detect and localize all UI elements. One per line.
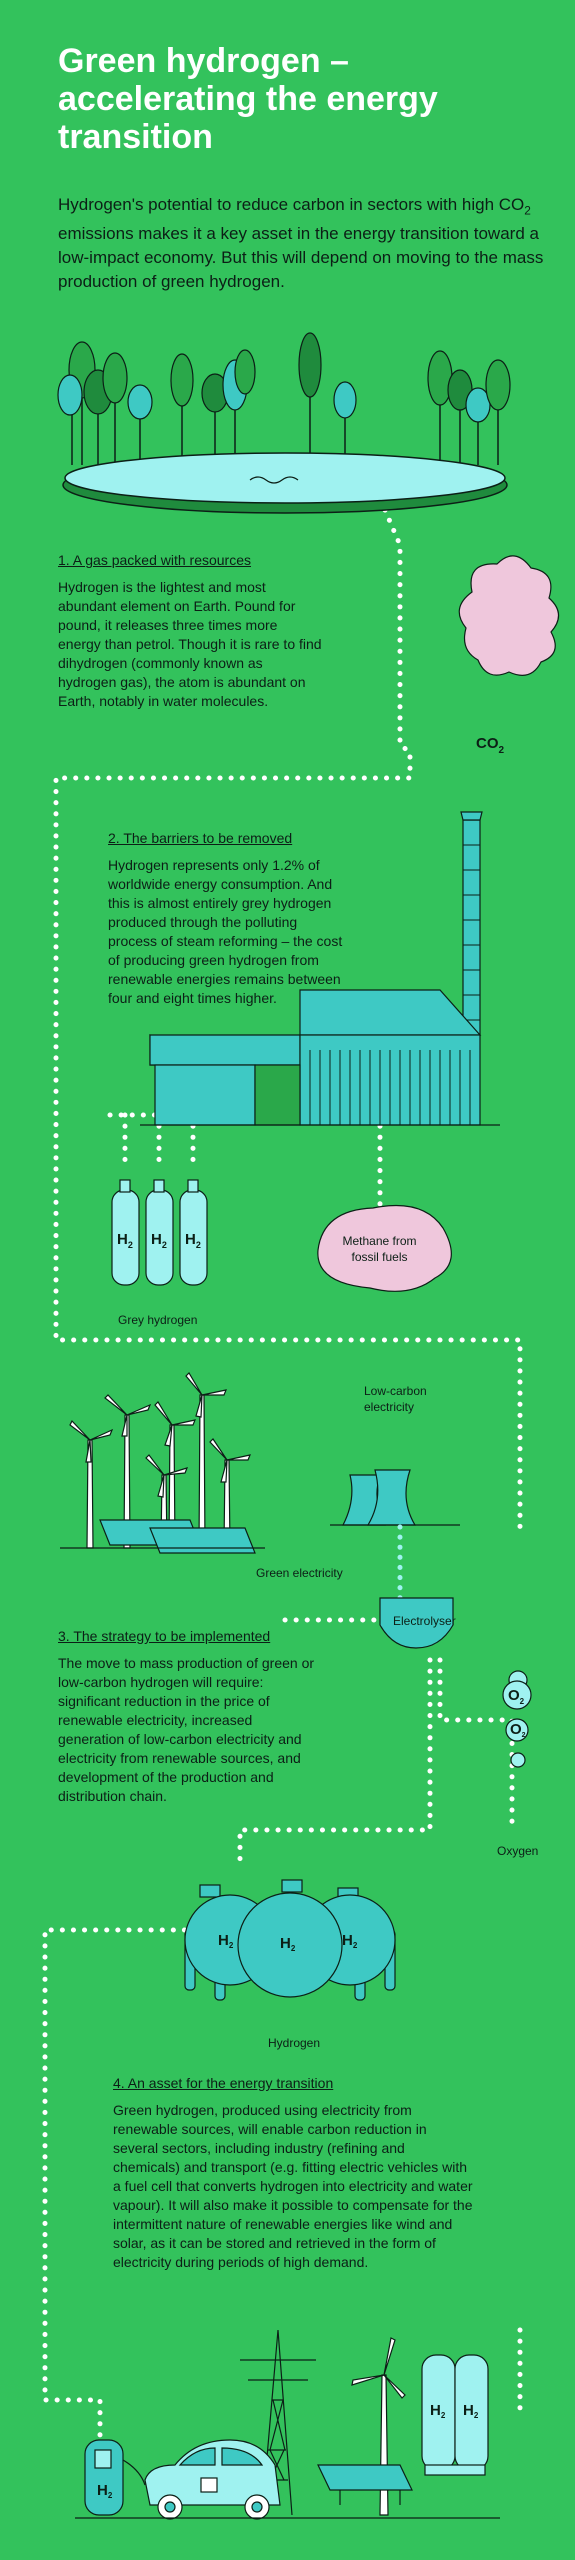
h2-label-subscript: 2 — [128, 1240, 133, 1250]
svg-text:O2: O2 — [508, 1687, 525, 1706]
intro-text-start: Hydrogen's potential to reduce carbon in… — [58, 195, 525, 214]
bottom-scene — [75, 2329, 500, 2520]
o2-label-subscript: 2 — [520, 1697, 525, 1706]
storage-h2-labels: H2 H2 H2 — [218, 1932, 358, 1953]
section-1-heading: 1. A gas packed with resources — [58, 552, 251, 568]
svg-text:H2: H2 — [342, 1932, 358, 1950]
title-line-2: accelerating the energy — [58, 80, 438, 118]
low-carbon-line-1: Low-carbon — [364, 1384, 427, 1398]
low-carbon-line-2: electricity — [364, 1400, 415, 1414]
section-4-heading: 4. An asset for the energy transition — [113, 2075, 334, 2091]
h2-label-subscript: 2 — [291, 1944, 296, 1953]
intro-subscript: 2 — [524, 203, 531, 218]
section-1: 1. A gas packed with resources Hydrogen … — [58, 552, 323, 711]
h2-label-main: H — [218, 1932, 229, 1949]
h2-label-main: H — [463, 2402, 474, 2419]
section-4: 4. An asset for the energy transition Gr… — [113, 2075, 473, 2272]
section-3: 3. The strategy to be implemented The mo… — [58, 1628, 318, 1806]
o2-label-main: O — [510, 1721, 522, 1738]
section-3-body: The move to mass production of green or … — [58, 1655, 315, 1804]
methane-label: Methane from fossil fuels — [322, 1233, 437, 1265]
section-2-heading: 2. The barriers to be removed — [108, 830, 293, 846]
svg-text:H2: H2 — [97, 2482, 113, 2500]
section-2: 2. The barriers to be removed Hydrogen r… — [108, 830, 348, 1008]
lake-illustration — [57, 332, 511, 514]
svg-text:H2: H2 — [430, 2402, 446, 2420]
co2-cloud — [458, 555, 560, 676]
grey-hydrogen-label: Grey hydrogen — [118, 1313, 198, 1327]
svg-text:H2: H2 — [151, 1231, 167, 1250]
o2-label-subscript: 2 — [522, 1732, 526, 1739]
hydrogen-label: Hydrogen — [268, 2036, 321, 2050]
h2-label-main: H — [97, 2482, 108, 2499]
factory-illustration — [140, 811, 500, 1126]
grey-h2-labels: H2 H2 H2 — [117, 1231, 201, 1250]
electrolyser-label: Electrolyser — [393, 1614, 456, 1628]
svg-text:H2: H2 — [463, 2402, 479, 2420]
low-carbon-label: Low-carbon electricity — [364, 1383, 427, 1415]
title-line-1: Green hydrogen – — [58, 42, 349, 80]
h2-label-main: H — [151, 1231, 162, 1248]
hydrogen-storage-tanks — [184, 1879, 396, 2001]
h2-label-subscript: 2 — [108, 2491, 113, 2500]
h2-label-subscript: 2 — [229, 1941, 234, 1950]
h2-label-subscript: 2 — [474, 2411, 479, 2420]
section-4-body: Green hydrogen, produced using electrici… — [113, 2102, 473, 2270]
bottom-h2-labels: H2 H2 H2 — [97, 2402, 479, 2500]
wind-farm-illustration — [60, 1372, 265, 1554]
oxygen-bubbles — [502, 1670, 532, 1768]
svg-text:H2: H2 — [185, 1231, 201, 1250]
grey-hydrogen-tanks — [111, 1179, 208, 1286]
title-line-3: transition — [58, 118, 213, 156]
h2-label-subscript: 2 — [353, 1941, 358, 1950]
h2-label-subscript: 2 — [441, 2411, 446, 2420]
green-electricity-label: Green electricity — [256, 1566, 343, 1580]
h2-label-subscript: 2 — [196, 1240, 201, 1250]
methane-blob — [317, 1204, 452, 1292]
section-1-body: Hydrogen is the lightest and most abunda… — [58, 579, 322, 709]
co2-label-subscript: 2 — [499, 745, 505, 756]
svg-text:H2: H2 — [280, 1935, 296, 1953]
oxygen-label: Oxygen — [497, 1844, 539, 1858]
co2-label-main: CO — [476, 735, 499, 752]
h2-label-main: H — [430, 2402, 441, 2419]
intro-text-end: emissions makes it a key asset in the en… — [58, 224, 544, 292]
h2-label-main: H — [185, 1231, 196, 1248]
co2-label: CO2 — [476, 735, 505, 756]
section-2-body: Hydrogen represents only 1.2% of worldwi… — [108, 857, 343, 1006]
o2-label-main: O — [508, 1687, 520, 1704]
svg-text:O2: O2 — [510, 1721, 526, 1739]
h2-label-main: H — [280, 1935, 291, 1952]
methane-line-2: fossil fuels — [351, 1250, 408, 1264]
h2-label-subscript: 2 — [162, 1240, 167, 1250]
page-title: Green hydrogen – accelerating the energy… — [58, 42, 528, 156]
cooling-towers — [330, 1469, 460, 1526]
section-3-heading: 3. The strategy to be implemented — [58, 1628, 271, 1644]
h2-label-main: H — [117, 1231, 128, 1248]
h2-label-main: H — [342, 1932, 353, 1949]
dotted-flow-line — [42, 507, 523, 2503]
dotted-path — [310, 510, 410, 752]
intro-paragraph: Hydrogen's potential to reduce carbon in… — [58, 193, 548, 294]
methane-line-1: Methane from — [342, 1234, 417, 1248]
electrolyser-shape — [379, 1597, 454, 1649]
svg-text:H2: H2 — [218, 1932, 234, 1950]
svg-text:H2: H2 — [117, 1231, 133, 1250]
